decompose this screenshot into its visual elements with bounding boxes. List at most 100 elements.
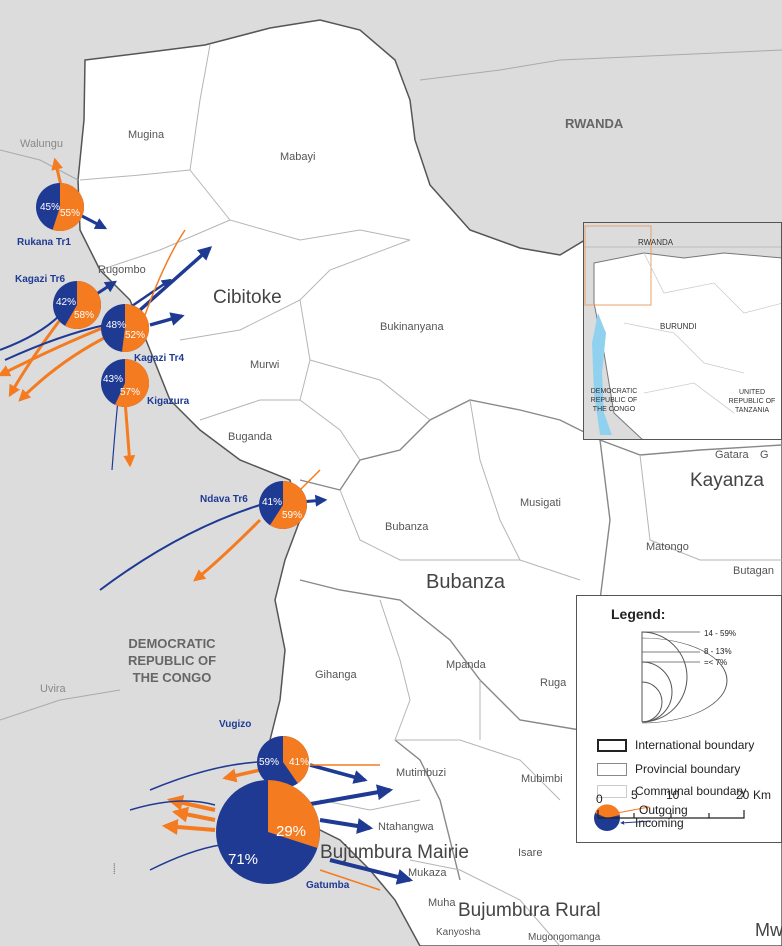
svg-text:59%: 59% <box>259 757 279 768</box>
external-boundaries <box>0 49 782 721</box>
inset-label-drc-3: THE CONGO <box>593 406 636 413</box>
scale-tick-20: 20 <box>736 788 750 802</box>
legend: Legend: 14 - 59% 8 - 13% =< 7% Internati… <box>576 595 782 843</box>
province-label-bujumbura-rural: Bujumbura Rural <box>458 900 601 921</box>
svg-text:48%: 48% <box>106 320 126 331</box>
flow-label-gatumba: Gatumba <box>306 880 350 891</box>
pie-vugizo: 59% 41% <box>257 736 309 788</box>
flow-label-rukana-tr1: Rukana Tr1 <box>17 237 71 248</box>
flow-label-kagazi-tr6: Kagazi Tr6 <box>15 274 65 285</box>
legend-size-large: 14 - 59% <box>704 629 736 638</box>
legend-provincial: Provincial boundary <box>597 762 740 776</box>
inset-map-canvas: RWANDA BURUNDI DEMOCRATIC REPUBLIC OF TH… <box>584 223 781 439</box>
commune-labels: Mugina Mabayi Rugombo Murwi Bukinanyana … <box>20 129 774 943</box>
flow-label-kagazi-tr4: Kagazi Tr4 <box>134 353 184 364</box>
svg-text:52%: 52% <box>125 330 145 341</box>
legend-size-medium: 8 - 13% <box>704 647 732 656</box>
legend-communal-label: Communal boundary <box>635 784 747 798</box>
commune-label-butaganzwa: Butagan <box>733 565 774 577</box>
legend-international: International boundary <box>597 738 754 752</box>
pie-rukana-tr1: 45%55% <box>36 182 85 231</box>
place-label-uvira: Uvira <box>40 683 67 695</box>
country-label-drc-3: THE CONGO <box>133 670 212 685</box>
flow-label-vugizo: Vugizo <box>219 719 251 730</box>
province-label-kayanza: Kayanza <box>690 470 764 491</box>
inset-label-tanzania-3: TANZANIA <box>735 407 769 414</box>
svg-text:71%: 71% <box>228 851 258 868</box>
pie-ndava-tr6: 41%59% <box>259 481 307 529</box>
commune-label-g: G <box>760 449 769 461</box>
legend-flow-symbol <box>594 804 652 831</box>
commune-label-bubanza: Bubanza <box>385 521 429 533</box>
swatch-communal <box>597 784 627 798</box>
pie-kagazi-tr4: 48%52% <box>101 303 150 352</box>
svg-text:42%: 42% <box>56 297 76 308</box>
legend-international-label: International boundary <box>635 738 755 752</box>
svg-text:45%: 45% <box>40 202 60 213</box>
scale-unit: Km <box>753 788 771 802</box>
place-label-walungu: Walungu <box>20 138 63 150</box>
svg-text:41%: 41% <box>289 757 309 768</box>
svg-text:43%: 43% <box>103 374 123 385</box>
legend-incoming-label: Incoming <box>635 816 684 830</box>
svg-text:57%: 57% <box>120 387 140 398</box>
flows-vugizo <box>149 761 380 791</box>
inset-label-drc-1: DEMOCRATIC <box>591 388 638 395</box>
legend-outgoing-label: Outgoing <box>639 803 688 817</box>
commune-label-murwi: Murwi <box>250 359 279 371</box>
legend-provincial-label: Provincial boundary <box>635 762 741 776</box>
flows-kagazi-tr4 <box>0 229 213 402</box>
commune-label-mukaza: Mukaza <box>408 867 447 879</box>
scale-tick-5: 5 <box>631 788 638 802</box>
swatch-international <box>597 738 627 752</box>
province-label-cibitoke: Cibitoke <box>213 287 282 308</box>
footnote-mark: ⸽ <box>113 863 116 875</box>
inset-label-tanzania-2: REPUBLIC OF <box>729 398 776 405</box>
scale-bar: 0 5 10 20 Km <box>576 770 782 843</box>
flows-ndava-tr6 <box>99 469 328 591</box>
scale-bar-line <box>597 810 745 819</box>
svg-text:55%: 55% <box>60 208 80 219</box>
inset-label-burundi: BURUNDI <box>660 322 696 331</box>
inset-label-tanzania-1: UNITED <box>739 389 765 396</box>
commune-label-gihanga: Gihanga <box>315 669 357 681</box>
commune-label-mabayi: Mabayi <box>280 151 315 163</box>
province-label-mw: Mw <box>755 920 782 940</box>
commune-label-rugazi: Ruga <box>540 677 567 689</box>
commune-label-mugina: Mugina <box>128 129 165 141</box>
legend-communal: Communal boundary <box>597 784 746 798</box>
flow-label-ndava-tr6: Ndava Tr6 <box>200 494 248 505</box>
flows-gatumba <box>129 784 414 891</box>
svg-text:41%: 41% <box>262 497 282 508</box>
commune-label-bukinanyana: Bukinanyana <box>380 321 444 333</box>
scale-tick-0: 0 <box>596 792 603 806</box>
svg-text:58%: 58% <box>74 310 94 321</box>
inset-label-drc-2: REPUBLIC OF <box>591 397 638 404</box>
pie-kagazi-tr6: 42%58% <box>53 281 101 329</box>
svg-text:59%: 59% <box>282 510 302 521</box>
svg-text:29%: 29% <box>276 823 306 840</box>
commune-label-matongo: Matongo <box>646 541 689 553</box>
legend-size-symbols: 14 - 59% 8 - 13% =< 7% <box>641 629 736 724</box>
legend-title: Legend: <box>611 606 666 622</box>
inset-map: RWANDA BURUNDI DEMOCRATIC REPUBLIC OF TH… <box>583 222 782 440</box>
country-label-drc-2: REPUBLIC OF <box>128 653 216 668</box>
pie-kigazura: 43%57% <box>101 358 150 407</box>
province-label-bubanza: Bubanza <box>426 571 506 593</box>
commune-label-mutimbuzi: Mutimbuzi <box>396 767 446 779</box>
communal-boundaries <box>79 44 782 946</box>
commune-label-mpanda: Mpanda <box>446 659 487 671</box>
inset-label-rwanda: RWANDA <box>638 238 674 247</box>
commune-label-muha: Muha <box>428 897 456 909</box>
pie-gatumba: 29% 71% <box>216 780 320 884</box>
legend-size-small: =< 7% <box>704 658 727 667</box>
commune-label-buganda: Buganda <box>228 431 273 443</box>
commune-label-mubimbi: Mubimbi <box>521 773 563 785</box>
commune-label-kanyosha: Kanyosha <box>436 927 481 938</box>
swatch-provincial <box>597 762 627 776</box>
scale-tick-10: 10 <box>666 788 680 802</box>
country-label-drc-1: DEMOCRATIC <box>128 636 216 651</box>
commune-label-ntahangwa: Ntahangwa <box>378 821 435 833</box>
province-label-bujumbura-mairie: Bujumbura Mairie <box>320 842 469 863</box>
commune-label-isare: Isare <box>518 847 542 859</box>
